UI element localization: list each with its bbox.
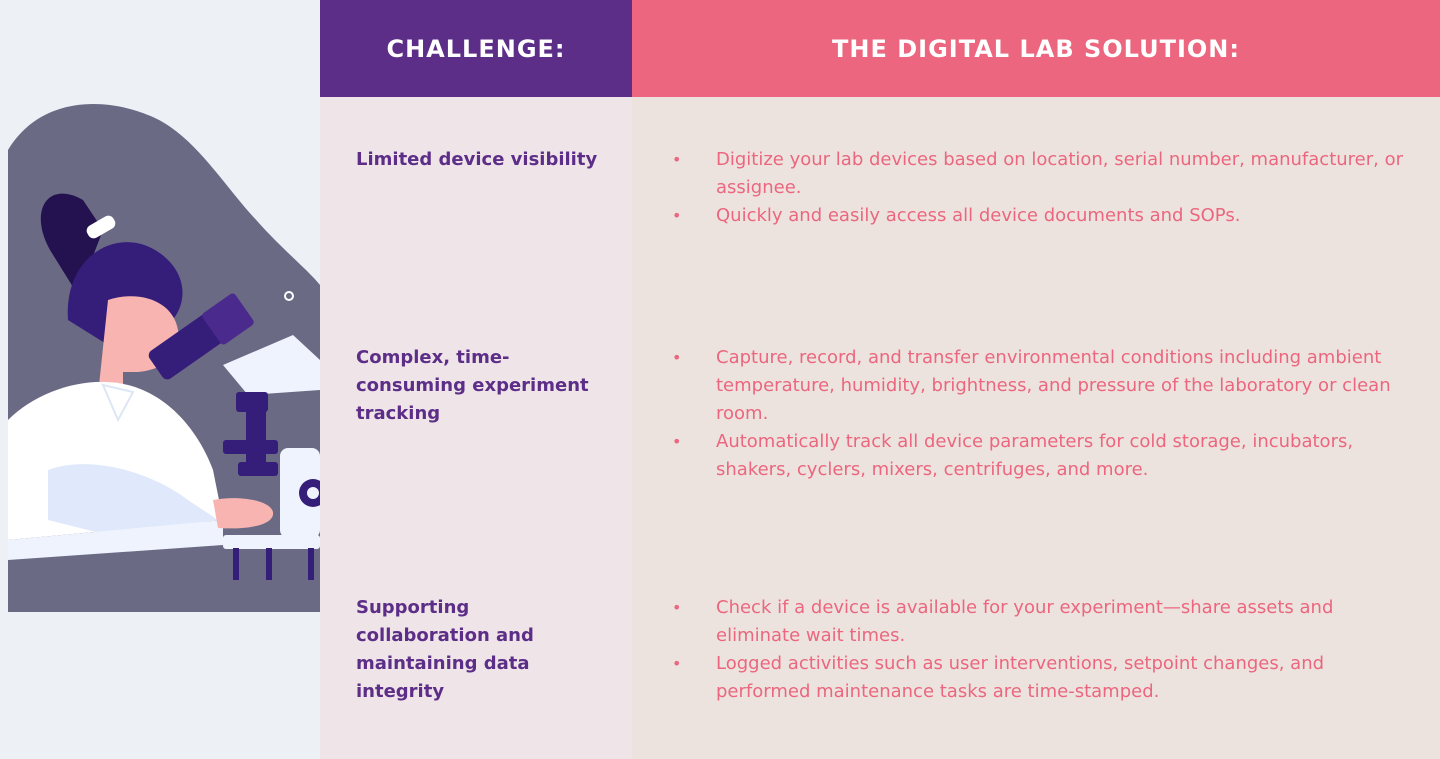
solution-list: • Check if a device is available for your… [672,594,1412,706]
solution-item: • Capture, record, and transfer environme… [672,344,1412,428]
solution-header: THE DIGITAL LAB SOLUTION: [632,0,1440,97]
bullet-icon: • [672,432,682,451]
challenge-item: Limited device visibility [356,149,598,170]
solution-list: • Capture, record, and transfer environme… [672,344,1412,484]
solution-item: • Digitize your lab devices based on loca… [672,146,1412,202]
bullet-icon: • [672,206,682,225]
bullet-icon: • [672,348,682,367]
challenge-item: Supporting collaboration and maintaining… [356,597,534,702]
solution-text: Automatically track all device parameter… [716,431,1354,480]
bullet-icon: • [672,150,682,169]
solution-column [632,0,1440,759]
solution-item: • Quickly and easily access all device do… [672,202,1412,230]
solution-text: Check if a device is available for your … [716,597,1334,646]
solution-text: Quickly and easily access all device doc… [716,205,1241,226]
bullet-icon: • [672,654,682,673]
solution-item: • Logged activities such as user interven… [672,650,1412,706]
solution-text: Digitize your lab devices based on locat… [716,149,1403,198]
solution-item: • Check if a device is available for your… [672,594,1412,650]
solution-text: Logged activities such as user intervent… [716,653,1325,702]
scientist-microscope-illustration [8,0,320,759]
solution-item: • Automatically track all device paramete… [672,428,1412,484]
challenge-item: Complex, time-consuming experiment track… [356,347,589,424]
solution-list: • Digitize your lab devices based on loca… [672,146,1412,230]
bullet-icon: • [672,598,682,617]
challenge-column [320,0,632,759]
scientist-microscope-icon [8,104,320,613]
solution-text: Capture, record, and transfer environmen… [716,347,1391,424]
challenge-header: CHALLENGE: [320,0,632,97]
